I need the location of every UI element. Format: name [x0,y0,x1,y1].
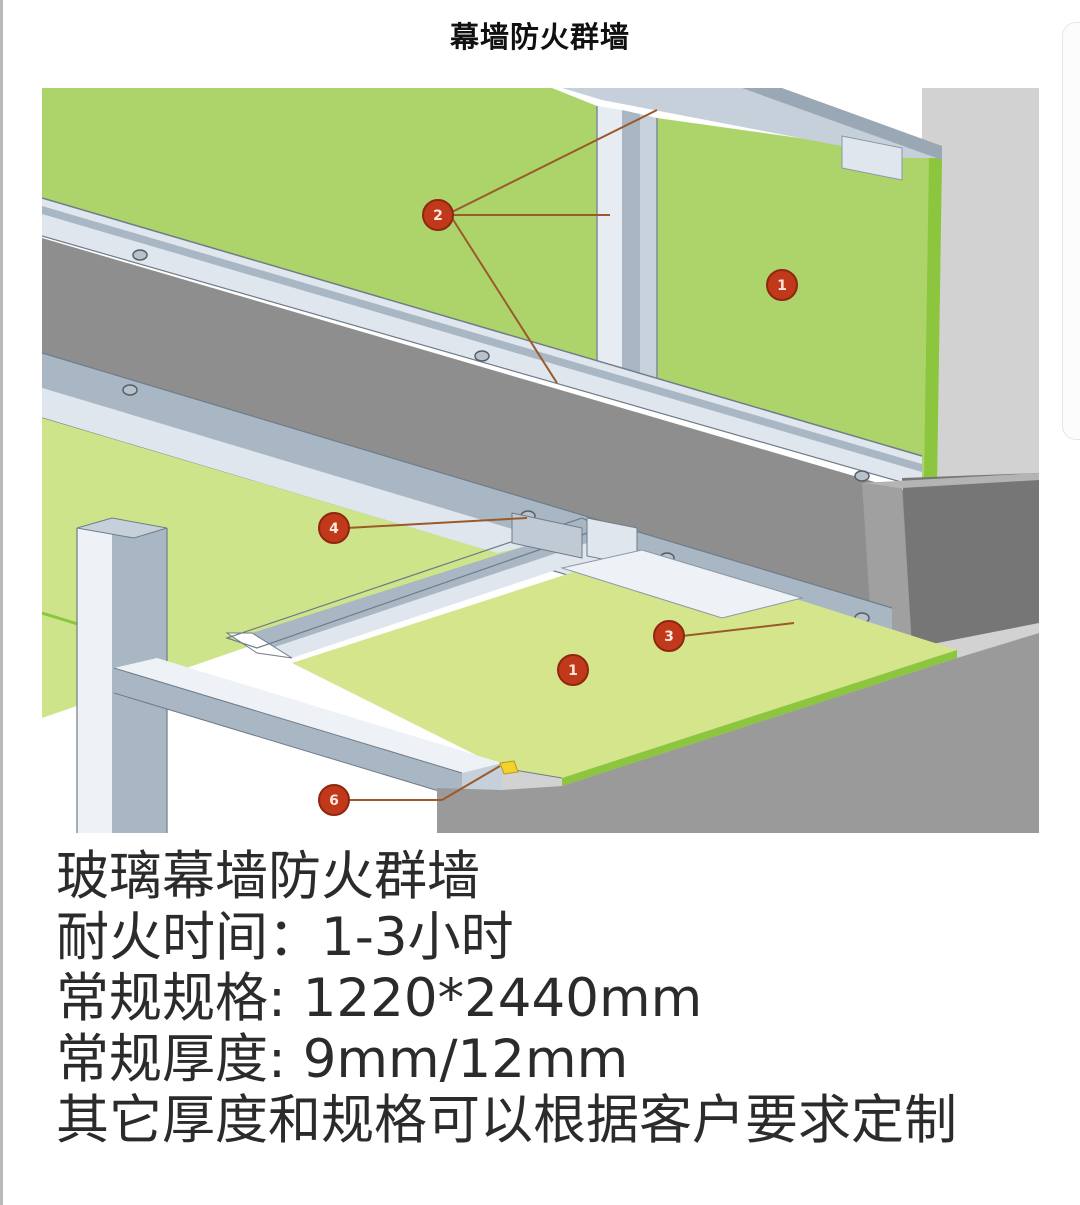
callout-6: 6 [318,784,350,816]
transom [114,658,502,773]
callout-2: 2 [422,199,454,231]
svg-text:2: 2 [433,208,443,224]
callout-1-upper: 1 [766,269,798,301]
spec-product-name: 玻璃幕墙防火群墙 [56,846,480,907]
svg-text:3: 3 [664,629,674,645]
svg-text:6: 6 [329,793,339,809]
svg-text:1: 1 [568,663,578,679]
callout-1-lower: 1 [557,654,589,686]
curtain-wall-diagram: 2 1 4 3 1 6 [42,88,1039,833]
spec-standard-size: 常规规格: 1220*2440mm [56,968,703,1029]
floor-board-left [42,418,562,718]
svg-text:1: 1 [777,278,787,294]
scrollbar[interactable] [1062,22,1080,440]
spec-fire-resistance: 耐火时间：1-3小时 [56,907,514,968]
concrete-beam [42,238,912,648]
square-column [77,518,112,833]
callout-4: 4 [318,512,350,544]
vertical-stud [597,106,622,398]
left-edge-divider [0,0,3,1205]
spec-custom-note: 其它厚度和规格可以根据客户要求定制 [56,1090,957,1151]
upper-board-right [657,118,942,483]
svg-text:4: 4 [329,521,339,537]
floor-board-main [292,550,957,778]
spec-text-block: 玻璃幕墙防火群墙 耐火时间：1-3小时 常规规格: 1220*2440mm 常规… [56,846,1046,1151]
upper-board-left [42,88,602,388]
page-title: 幕墙防火群墙 [449,20,630,54]
spec-standard-thickness: 常规厚度: 9mm/12mm [56,1029,629,1090]
callout-3: 3 [653,620,685,652]
